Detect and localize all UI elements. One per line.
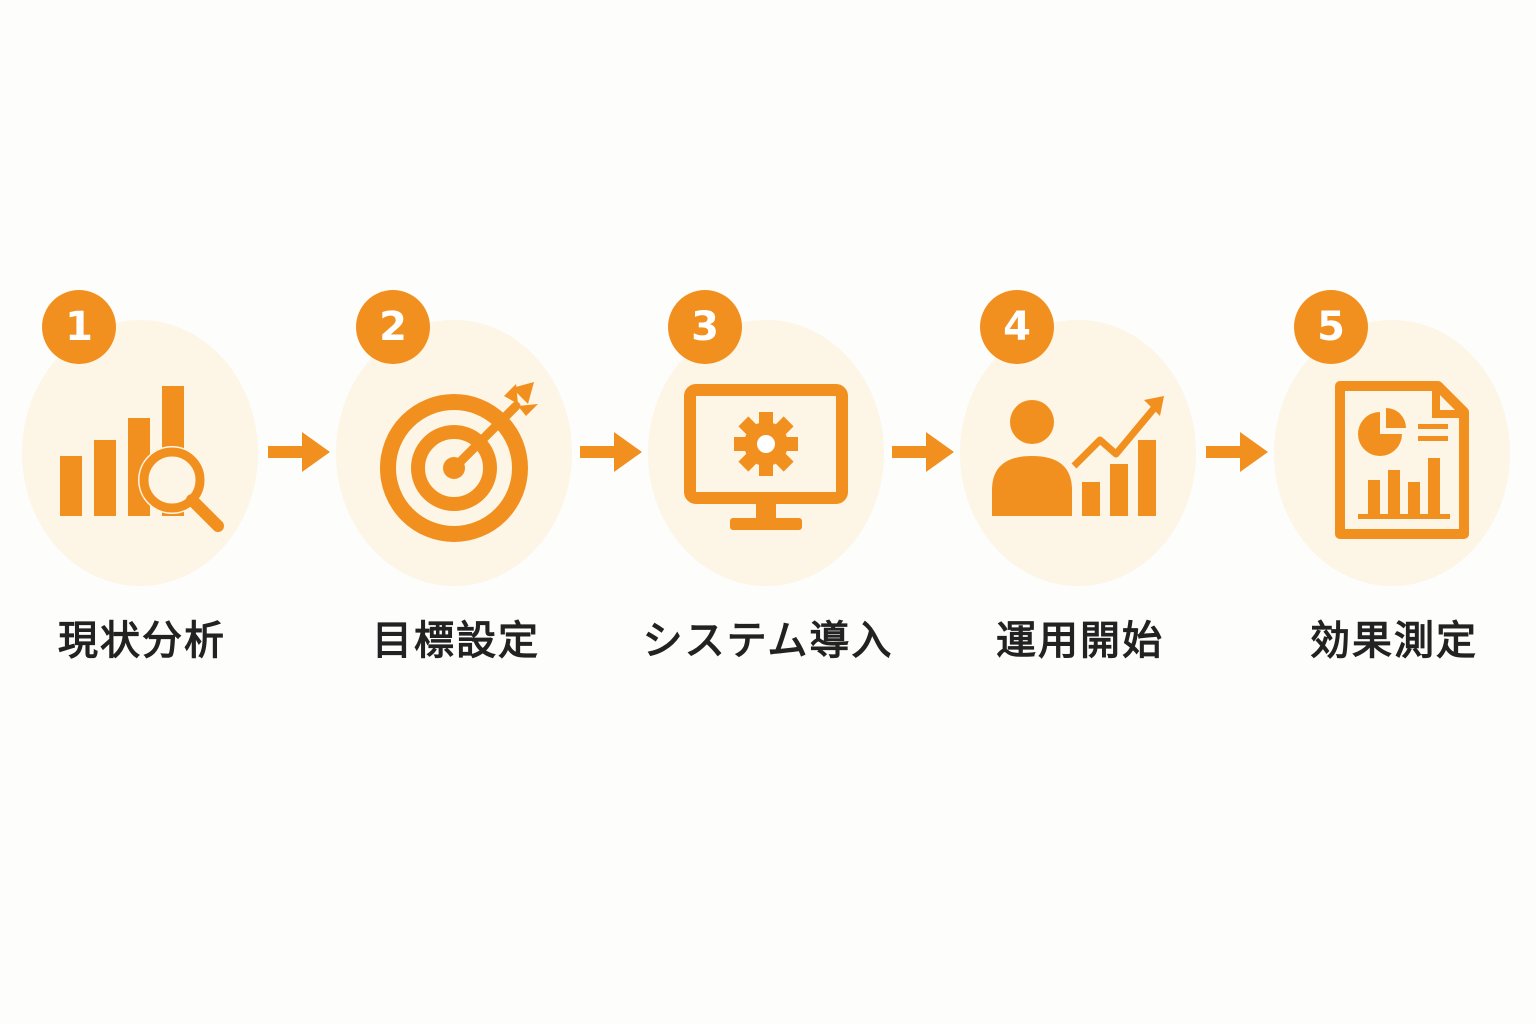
step-number-badge: 3 xyxy=(668,290,742,364)
step-number-badge: 1 xyxy=(42,290,116,364)
person-growth-chart-icon xyxy=(988,370,1168,550)
step-3: 3 システム導入 xyxy=(643,290,891,670)
step-background-circle xyxy=(960,320,1196,586)
arrow-right-icon xyxy=(1206,430,1268,474)
step-background-circle xyxy=(1274,320,1510,586)
step-2: 2 目標設定 xyxy=(336,290,576,670)
report-document-icon xyxy=(1302,370,1482,550)
monitor-gear-icon xyxy=(676,370,856,550)
step-4: 4 運用開始 xyxy=(960,290,1200,670)
analysis-magnifier-icon xyxy=(50,370,230,550)
arrow-right-icon xyxy=(268,430,330,474)
step-5: 5 効果測定 xyxy=(1274,290,1514,670)
arrow-right-icon xyxy=(580,430,642,474)
step-label: 目標設定 xyxy=(372,618,540,664)
step-label: システム導入 xyxy=(642,618,894,664)
step-label: 効果測定 xyxy=(1310,618,1478,664)
step-1: 1 現状分析 xyxy=(22,290,262,670)
target-arrow-icon xyxy=(364,370,544,550)
step-label: 現状分析 xyxy=(58,618,226,664)
step-label: 運用開始 xyxy=(996,618,1164,664)
step-number-badge: 5 xyxy=(1294,290,1368,364)
step-number-badge: 2 xyxy=(356,290,430,364)
step-number-badge: 4 xyxy=(980,290,1054,364)
arrow-right-icon xyxy=(892,430,954,474)
